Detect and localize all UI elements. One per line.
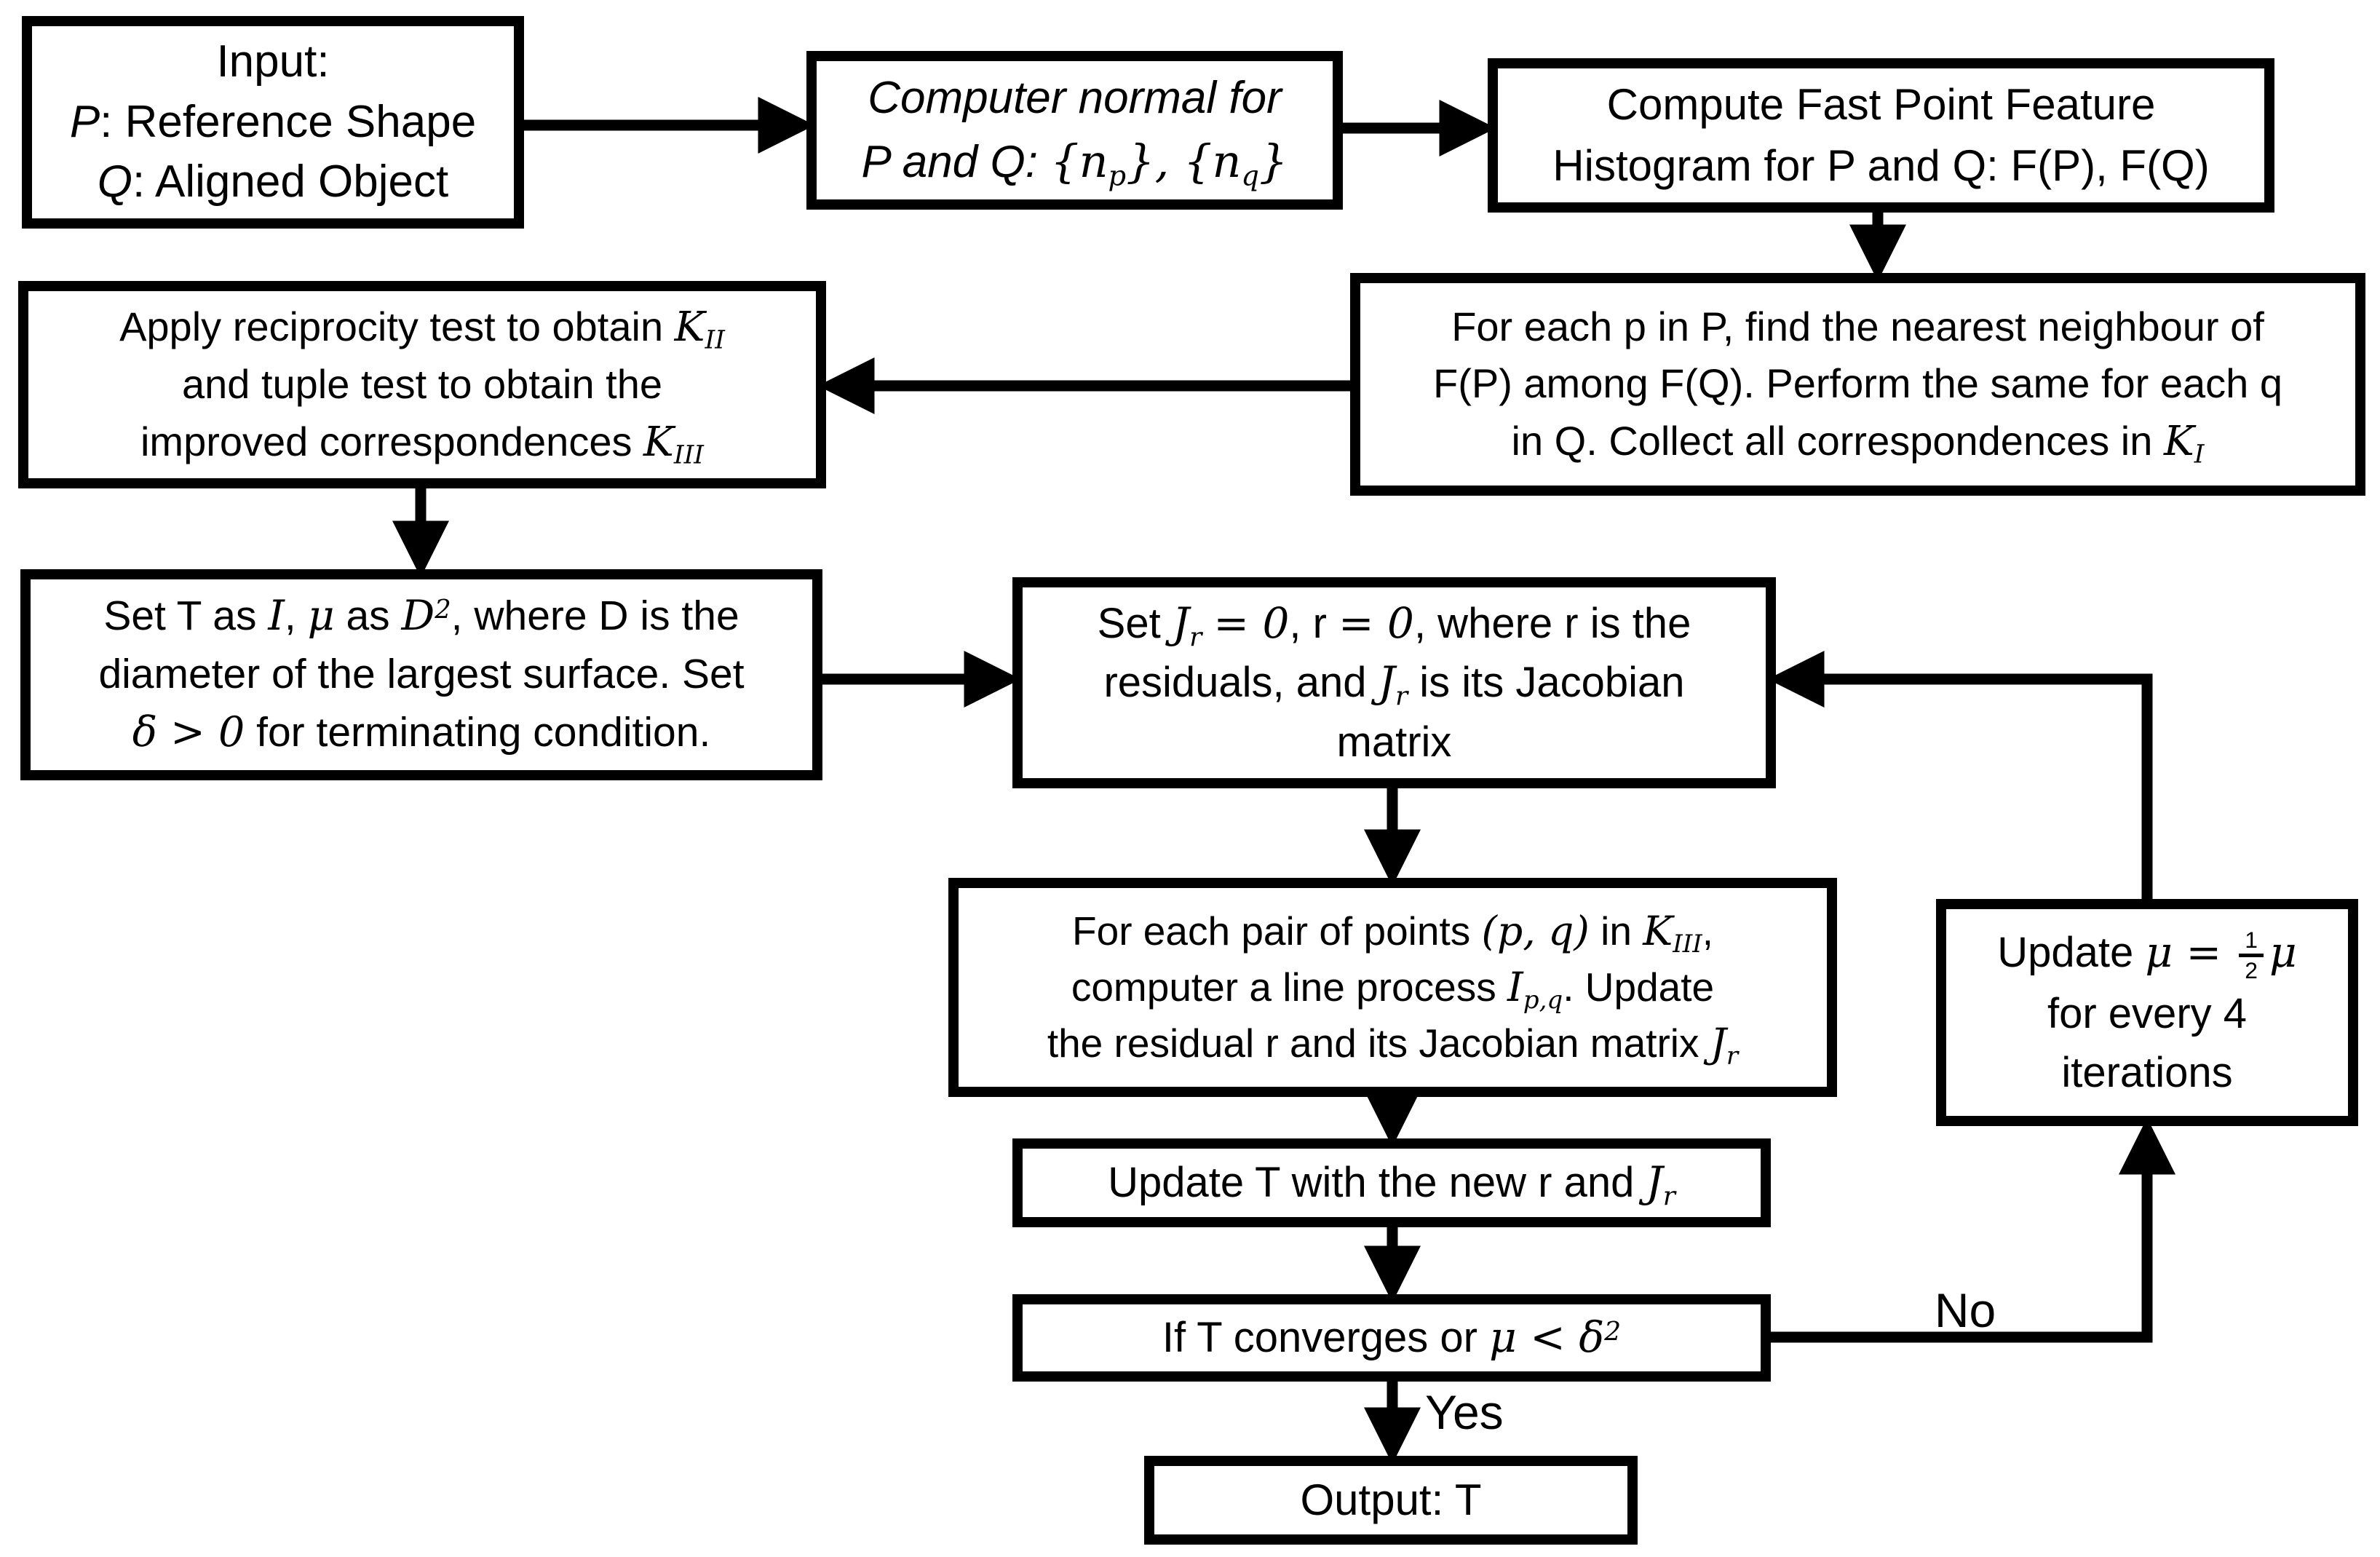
node-output: Output: T <box>1144 1456 1638 1545</box>
node-converge-check: If T converges or μ < δ2 <box>1012 1294 1771 1382</box>
node-nearest-neighbour: For each p in P, find the nearest neighb… <box>1350 273 2365 496</box>
node-nearest-neighbour-text: For each p in P, find the nearest neighb… <box>1432 303 2283 470</box>
arrow-converge-check-to-update-mu <box>1771 1117 2175 1343</box>
edge-label-yes: Yes <box>1425 1385 1504 1439</box>
node-output-text: Output: T <box>1300 1475 1482 1524</box>
node-update-t: Update T with the new r and Jr <box>1012 1138 1771 1227</box>
node-converge-check-text: If T converges or μ < δ2 <box>1162 1312 1622 1363</box>
node-line-process-text: For each pair of points (p, q) in KIII,c… <box>1047 908 1739 1071</box>
node-update-t-text: Update T with the new r and Jr <box>1108 1157 1675 1212</box>
node-line-process: For each pair of points (p, q) in KIII,c… <box>948 878 1837 1097</box>
arrow-update-mu-to-init-jr <box>1767 651 2153 899</box>
edge-label-no: No <box>1934 1283 1996 1337</box>
